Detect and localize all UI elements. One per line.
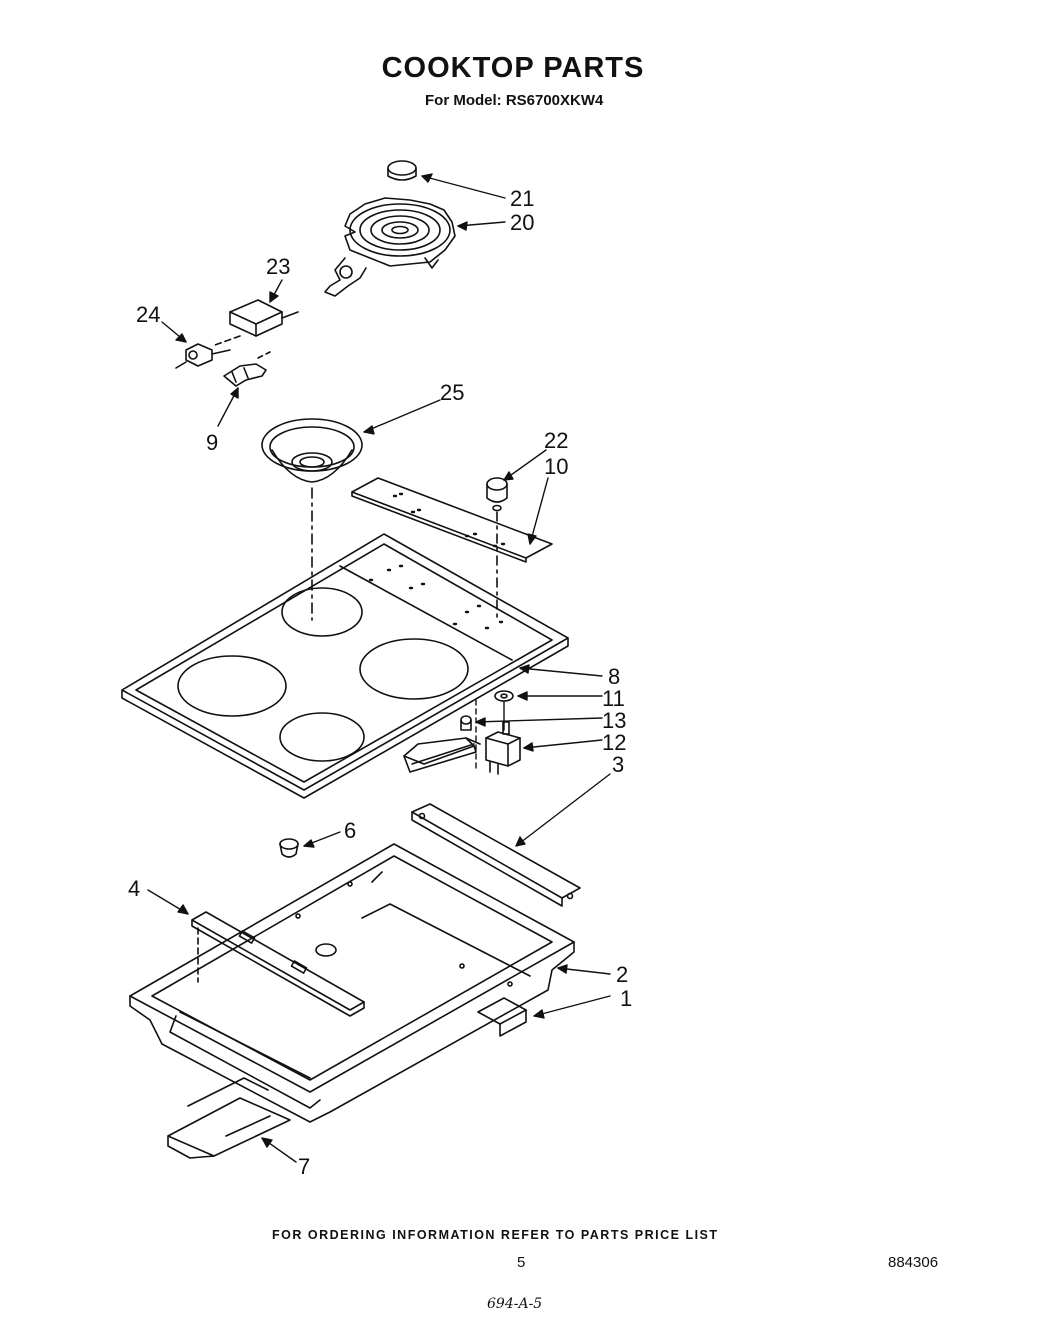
- callout-labels: 21 20 23 24 9 25 22 10 8 11 13 12 3 6 4 …: [128, 186, 632, 1179]
- part-8-cooktop: [121, 533, 569, 799]
- part-24-terminal-block: [175, 343, 231, 369]
- part-22-knob: [486, 477, 508, 621]
- part-1-support-bracket: [477, 997, 527, 1037]
- part-25-drip-bowl: [261, 418, 363, 621]
- callout-23: 23: [266, 254, 290, 279]
- callout-20: 20: [510, 210, 534, 235]
- part-9-clip: [223, 351, 271, 387]
- callout-10: 10: [544, 454, 568, 479]
- callout-8: 8: [608, 664, 620, 689]
- callout-4: 4: [128, 876, 140, 901]
- callout-1: 1: [620, 986, 632, 1011]
- document-number: 884306: [888, 1254, 939, 1271]
- part-12-switch: [485, 721, 521, 775]
- callout-12: 12: [602, 730, 626, 755]
- callout-6: 6: [344, 818, 356, 843]
- callout-11: 11: [602, 686, 625, 711]
- page-number: 5: [517, 1254, 526, 1271]
- part-7-lower-brackets: [167, 1077, 291, 1159]
- part-4-front-rail: [191, 911, 365, 1017]
- part-13-indicator-light: [403, 715, 481, 773]
- callout-21: 21: [510, 186, 534, 211]
- callout-13: 13: [602, 708, 626, 733]
- part-20-surface-element: [324, 197, 456, 297]
- callout-22: 22: [544, 428, 568, 453]
- page-title: COOKTOP PARTS: [0, 52, 1046, 85]
- part-6-grommet: [279, 838, 299, 858]
- leader-lines: [147, 173, 611, 1163]
- callout-3: 3: [612, 752, 624, 777]
- part-11-washer: [494, 690, 514, 702]
- callout-7: 7: [298, 1154, 310, 1179]
- page-title-text: COOKTOP PARTS: [381, 52, 645, 84]
- model-subtitle: For Model: RS6700XKW4: [425, 92, 604, 109]
- part-23-bracket: [214, 299, 299, 346]
- callout-9: 9: [206, 430, 218, 455]
- part-3-rear-panel: [411, 803, 581, 907]
- part-21-cap: [387, 160, 417, 181]
- callout-25: 25: [440, 380, 464, 405]
- part-2-cooktop-pan: [129, 843, 575, 1123]
- part-10-panel-trim: [351, 477, 553, 563]
- ordering-info-note: FOR ORDERING INFORMATION REFER TO PARTS …: [272, 1228, 719, 1242]
- handwritten-note: 694-A-5: [487, 1296, 543, 1312]
- callout-2: 2: [616, 962, 628, 987]
- callout-24: 24: [136, 302, 160, 327]
